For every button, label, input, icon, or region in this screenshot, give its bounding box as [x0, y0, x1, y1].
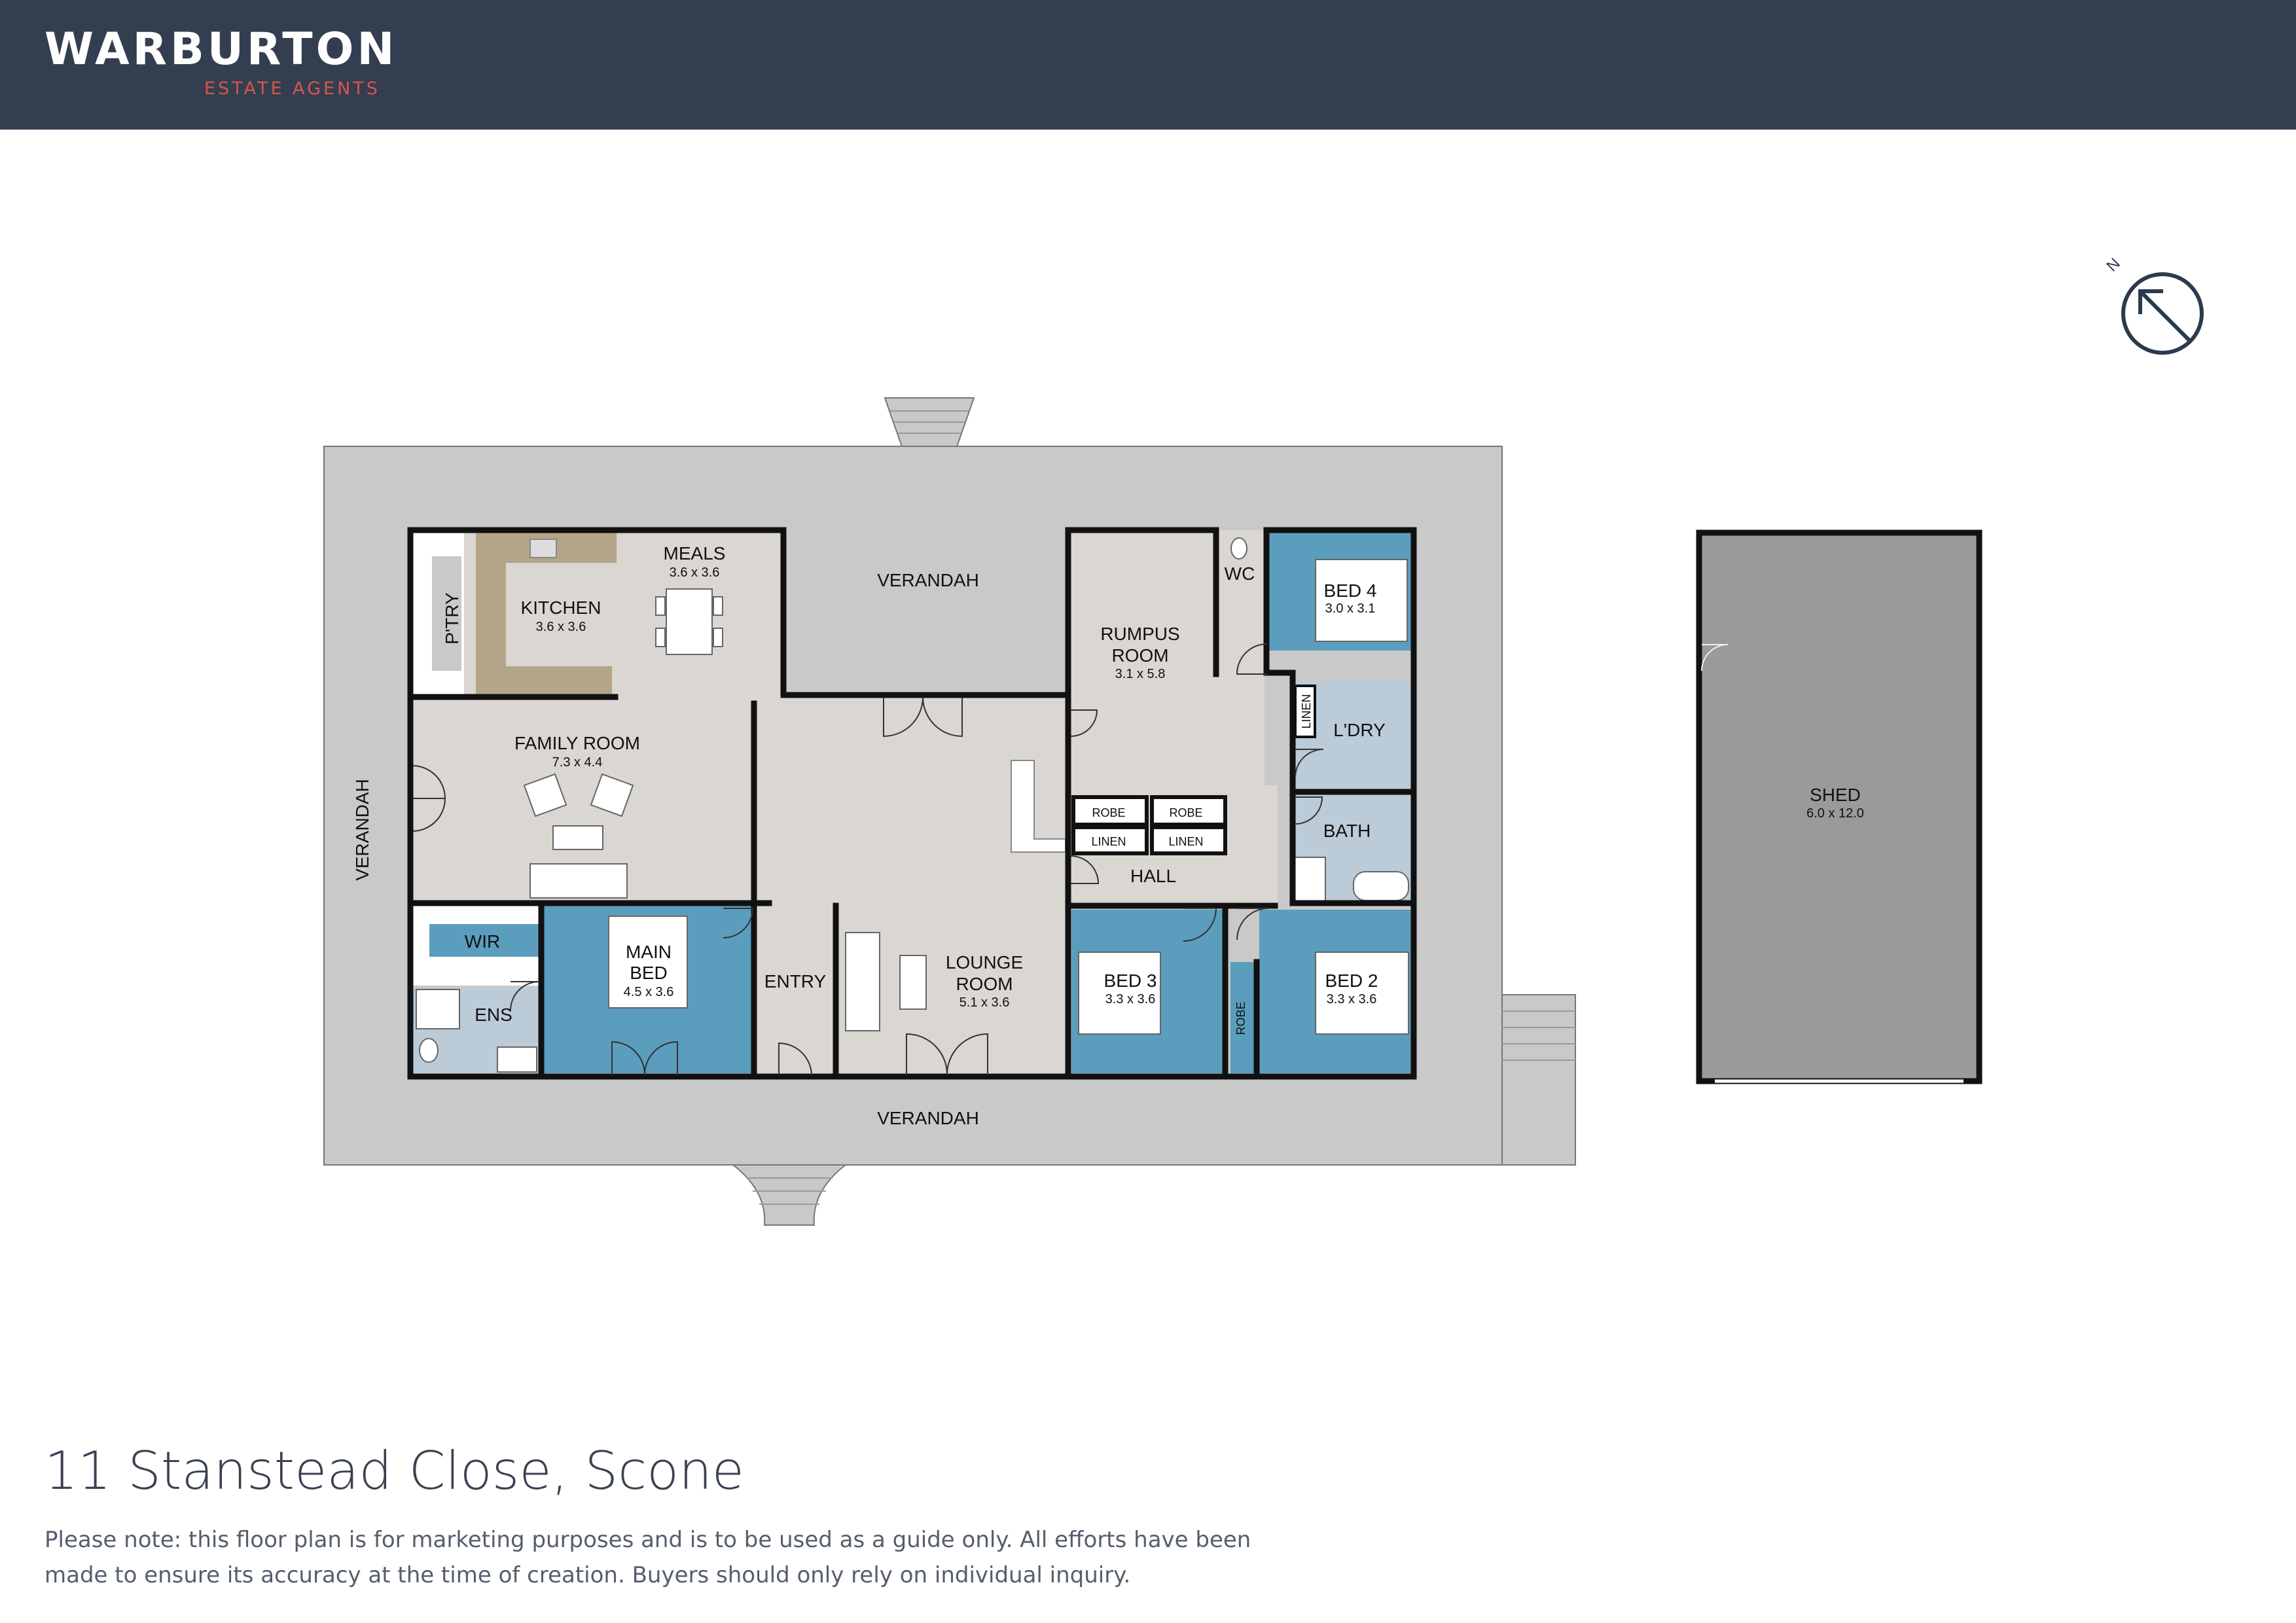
kitchen-bench	[476, 533, 617, 695]
lounge-size: 5.1 x 3.6	[960, 995, 1010, 1010]
pantry-label: P'TRY	[442, 592, 462, 645]
bed4-size: 3.0 x 3.1	[1325, 601, 1376, 616]
coffee-table-icon	[552, 825, 603, 850]
steps-bottom	[731, 1164, 848, 1226]
meals-size: 3.6 x 3.6	[670, 565, 720, 580]
shed-label: SHED	[1810, 785, 1861, 805]
wc-toilet-icon	[1230, 537, 1247, 560]
hall-label: HALL	[1130, 866, 1176, 886]
robe-v-label: ROBE	[1234, 1001, 1247, 1035]
verandah-left-label: VERANDAH	[352, 779, 372, 881]
brand-logo: WARBURTON	[45, 24, 398, 75]
kitchen-label: KITCHEN	[521, 597, 601, 618]
entry-label: ENTRY	[764, 971, 827, 991]
rumpus-label-2: ROOM	[1111, 645, 1168, 666]
robe-v-room	[1230, 962, 1257, 1073]
wir-shelf	[429, 924, 539, 957]
steps-top	[884, 397, 975, 447]
bed2-icon	[1315, 952, 1409, 1035]
bed2-label: BED 2	[1325, 971, 1378, 991]
header-bar: WARBURTON ESTATE AGENTS	[0, 0, 2296, 130]
lounge-label-2: ROOM	[956, 974, 1013, 994]
ramp-right	[1501, 994, 1576, 1166]
door-swings	[412, 643, 1324, 1076]
family-label: FAMILY ROOM	[514, 733, 640, 753]
main-bed-label-1: MAIN	[626, 942, 672, 962]
north-arrow-icon	[2138, 289, 2192, 343]
armchair-icon	[523, 773, 634, 817]
bed3-icon	[1078, 952, 1161, 1035]
robe2-label: ROBE	[1169, 806, 1202, 819]
ens-vanity-icon	[497, 1046, 537, 1073]
verandah-bottom-label: VERANDAH	[877, 1108, 979, 1128]
linen1-label: LINEN	[1091, 835, 1126, 848]
disclaimer-note: Please note: this floor plan is for mark…	[45, 1527, 1251, 1588]
bed3-size: 3.3 x 3.6	[1105, 992, 1156, 1007]
main-bed-icon	[608, 916, 688, 1008]
pantry-shelf	[432, 556, 461, 671]
ens-label: ENS	[475, 1005, 512, 1025]
linen-cupboard	[1294, 685, 1316, 738]
rumpus-size: 3.1 x 5.8	[1115, 667, 1166, 681]
bed2-size: 3.3 x 3.6	[1327, 992, 1377, 1007]
lounge-label-1: LOUNGE	[946, 952, 1023, 972]
shower-icon	[1292, 857, 1326, 904]
bed4-label: BED 4	[1324, 580, 1377, 601]
linen-v-label: LINEN	[1300, 694, 1313, 728]
rumpus-label-1: RUMPUS	[1100, 624, 1179, 644]
wc-label: WC	[1225, 563, 1255, 584]
walls	[407, 527, 1417, 1080]
lounge-sofa-icon	[845, 932, 880, 1031]
main-bed-label-2: BED	[630, 963, 668, 983]
bed3-label: BED 3	[1104, 971, 1157, 991]
shed-size: 6.0 x 12.0	[1806, 806, 1864, 821]
linen2-label: LINEN	[1168, 835, 1203, 848]
shed-door	[1701, 644, 1729, 671]
sofa-icon	[529, 863, 628, 899]
brand-tagline: ESTATE AGENTS	[204, 79, 380, 99]
kitchen-size: 3.6 x 3.6	[536, 620, 586, 634]
family-size: 7.3 x 4.4	[552, 755, 603, 770]
laundry-label: L'DRY	[1333, 720, 1386, 740]
bed4-icon	[1315, 559, 1408, 642]
hall-storage	[1071, 795, 1227, 855]
ens-shower-icon	[416, 989, 460, 1029]
north-label: N	[2103, 255, 2123, 275]
main-bed-size: 4.5 x 3.6	[624, 985, 674, 999]
ens-toilet-icon	[419, 1038, 439, 1063]
bathtub-icon	[1353, 871, 1409, 901]
lounge-table-icon	[899, 955, 927, 1010]
bath-label: BATH	[1323, 821, 1371, 841]
robe1-label: ROBE	[1092, 806, 1125, 819]
sink-icon	[529, 539, 557, 558]
wir-label: WIR	[465, 931, 500, 952]
dining-table-icon	[655, 588, 723, 655]
meals-label: MEALS	[664, 543, 726, 563]
north-compass: N	[2103, 255, 2204, 355]
property-address: 11 Stanstead Close, Scone	[45, 1440, 745, 1501]
verandah-top-label: VERANDAH	[877, 570, 979, 590]
